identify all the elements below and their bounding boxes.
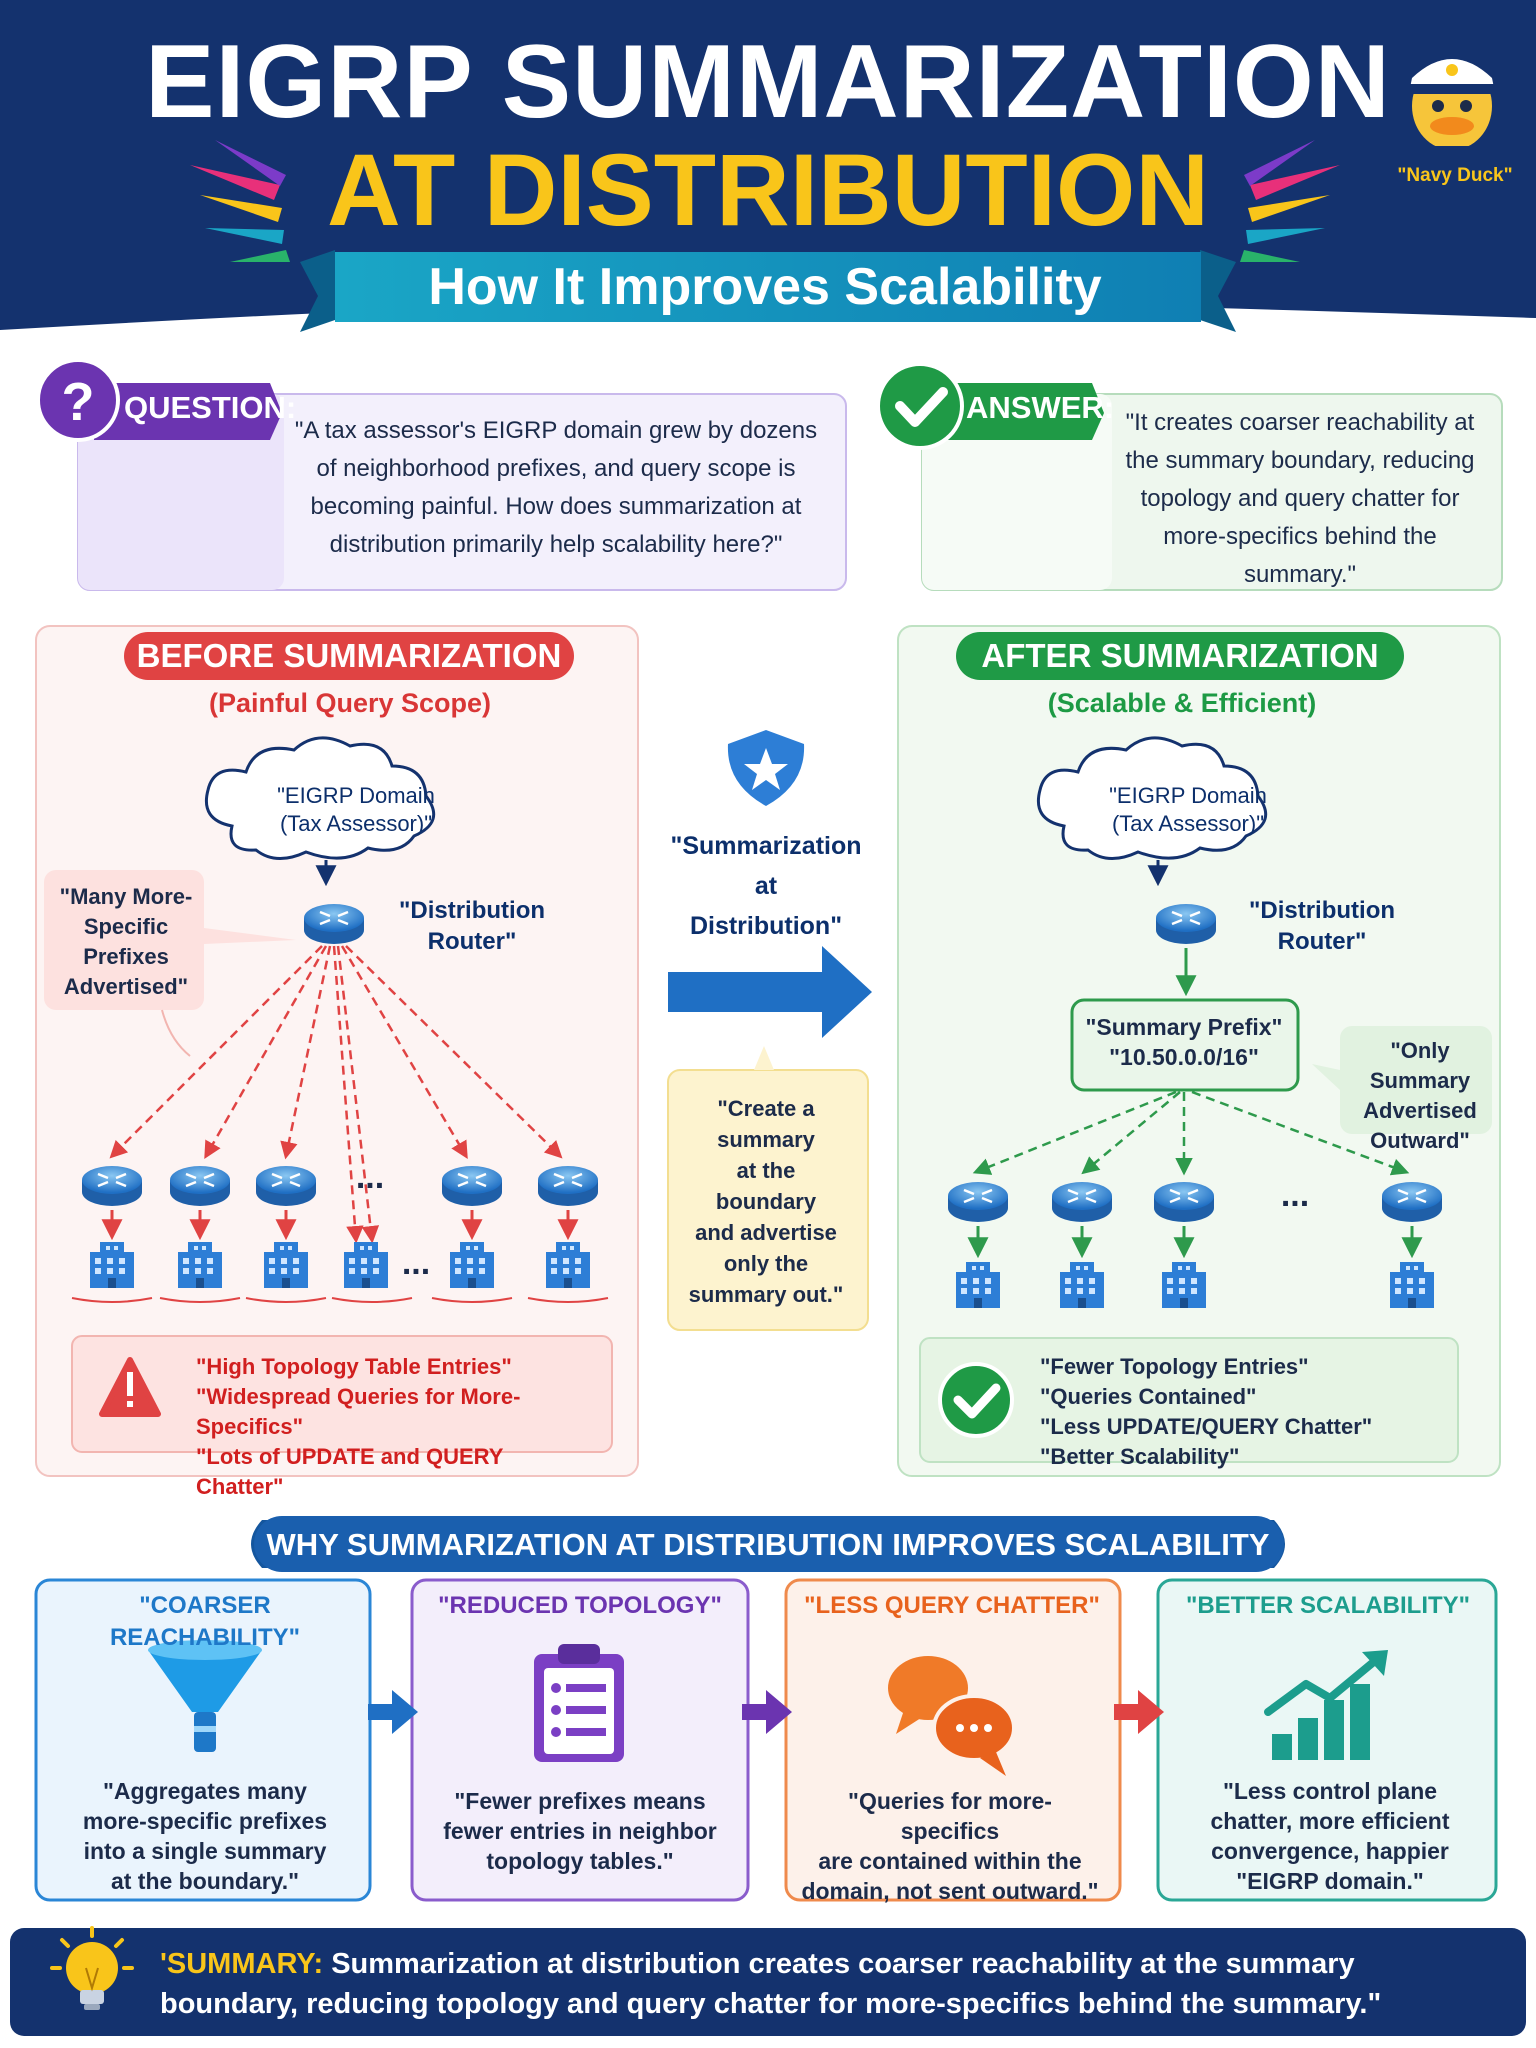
navy-duck-mascot bbox=[1410, 59, 1494, 162]
card-less-query-chatter-text: "Queries for more-specifics are containe… bbox=[801, 1788, 1099, 1904]
card-coarser-reachability-text: "Aggregates many more-specific prefixes … bbox=[82, 1778, 328, 1894]
before-cloud-shape bbox=[205, 736, 436, 860]
funnel-icon bbox=[148, 1640, 262, 1752]
before-subtitle: (Painful Query Scope) bbox=[208, 688, 492, 718]
after-benefits-list: "Fewer Topology Entries" "Queries Contai… bbox=[1040, 1354, 1373, 1469]
center-arrow bbox=[668, 946, 872, 1038]
summary-text: Summarization at distribution creates co… bbox=[160, 1948, 1382, 2020]
after-cloud-shape bbox=[1037, 736, 1268, 860]
card-coarser-reachability-title: "COARSER REACHABILITY" bbox=[109, 1592, 301, 1651]
before-problems-list: "High Topology Table Entries" "Widesprea… bbox=[196, 1354, 521, 1499]
lightbulb-icon bbox=[50, 1926, 134, 2010]
question-text: "A tax assessor's EIGRP domain grew by d… bbox=[294, 417, 818, 558]
center-note: "Create a summary at the boundary and ad… bbox=[688, 1096, 844, 1307]
answer-text: "It creates coarser reachability at the … bbox=[1125, 409, 1475, 588]
after-summary-callout: "Only Summary Advertised Outward" bbox=[1363, 1038, 1477, 1153]
right-ray-decoration bbox=[1240, 140, 1340, 262]
before-cloud-label: "EIGRP Domain (Tax Assessor)" bbox=[277, 783, 435, 836]
title-line-2: AT DISTRIBUTION bbox=[326, 133, 1210, 247]
question-label: QUESTION: bbox=[124, 390, 297, 425]
summary-bar: 'SUMMARY: Summarization at distribution … bbox=[160, 1944, 1480, 2024]
left-ray-decoration bbox=[190, 140, 290, 262]
shield-star-icon bbox=[727, 730, 805, 806]
after-router-ellipsis: ... bbox=[1280, 1176, 1310, 1214]
card-better-scalability-title: "BETTER SCALABILITY" bbox=[1185, 1592, 1471, 1619]
card-reduced-topology-text: "Fewer prefixes means fewer entries in n… bbox=[443, 1788, 717, 1874]
question-mark-icon: ? bbox=[62, 372, 95, 432]
summary-prefix-box: "Summary Prefix" "10.50.0.0/16" bbox=[1085, 1014, 1283, 1070]
summary-label: 'SUMMARY: bbox=[160, 1948, 324, 1980]
after-cloud-label: "EIGRP Domain (Tax Assessor)" bbox=[1109, 783, 1267, 836]
card-reduced-topology-title: "REDUCED TOPOLOGY" bbox=[438, 1592, 722, 1619]
answer-label: ANSWER: bbox=[966, 390, 1115, 425]
benefit-check-icon bbox=[938, 1362, 1014, 1438]
before-router-label: "Distribution Router" bbox=[398, 897, 546, 955]
after-subtitle: (Scalable & Efficient) bbox=[1047, 688, 1317, 718]
growth-chart-icon bbox=[1264, 1650, 1388, 1760]
before-building-ellipsis: ... bbox=[401, 1244, 431, 1282]
chat-bubbles-icon bbox=[888, 1656, 1016, 1776]
center-transition-label: "Summarization at Distribution" bbox=[670, 832, 862, 940]
clipboard-list-icon bbox=[534, 1644, 624, 1762]
before-router-ellipsis: ... bbox=[355, 1158, 385, 1196]
title-line-1: EIGRP SUMMARIZATION bbox=[145, 24, 1391, 140]
card-better-scalability-text: "Less control plane chatter, more effici… bbox=[1210, 1778, 1450, 1894]
card-less-query-chatter-title: "LESS QUERY CHATTER" bbox=[804, 1592, 1100, 1619]
after-router-label: "Distribution Router" bbox=[1248, 897, 1396, 955]
before-title: BEFORE SUMMARIZATION bbox=[136, 637, 562, 674]
before-prefixes-callout: "Many More- Specific Prefixes Advertised… bbox=[59, 884, 193, 999]
subtitle-banner: How It Improves Scalability bbox=[428, 258, 1102, 316]
checkmark-icon bbox=[895, 387, 948, 427]
why-section-title: WHY SUMMARIZATION AT DISTRIBUTION IMPROV… bbox=[266, 1527, 1270, 1562]
mascot-caption: "Navy Duck" bbox=[1397, 165, 1513, 186]
after-title: AFTER SUMMARIZATION bbox=[981, 637, 1379, 674]
